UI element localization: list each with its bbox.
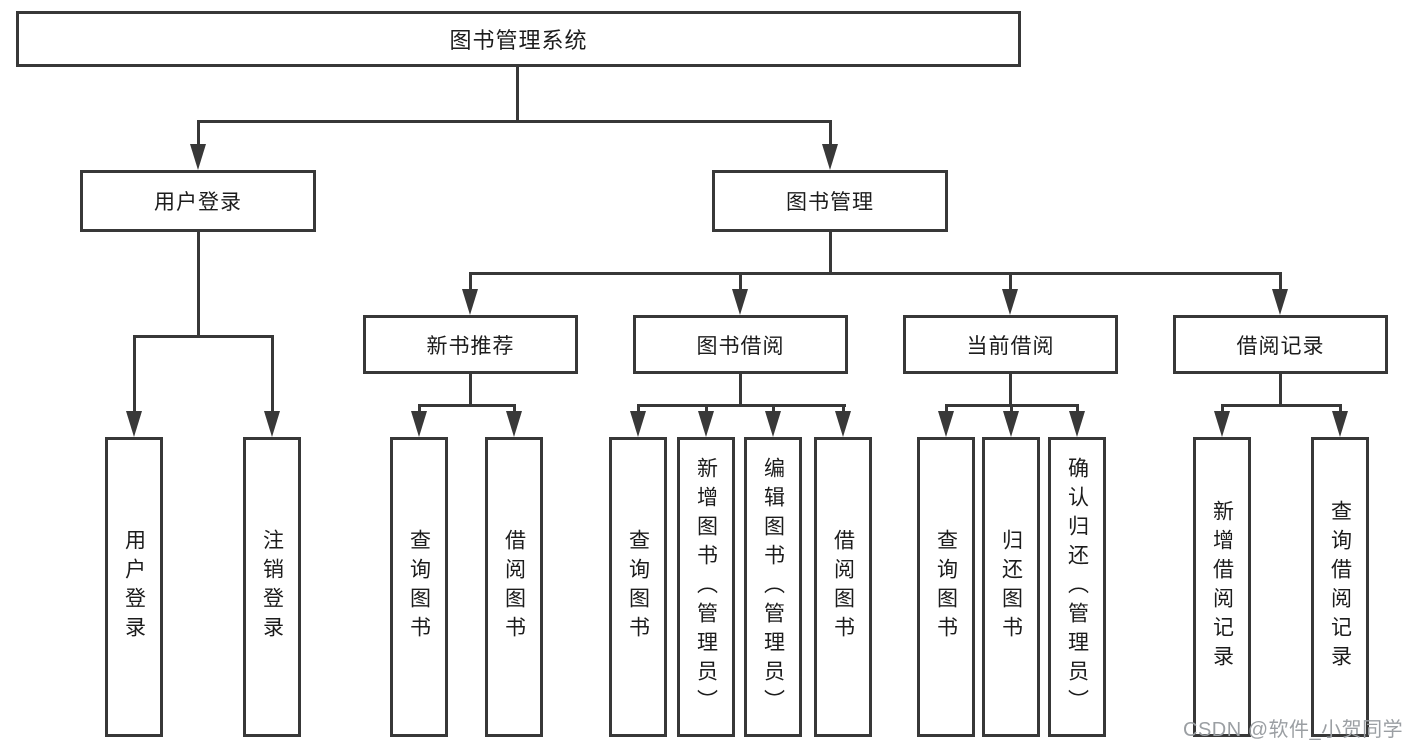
connector-line bbox=[739, 272, 742, 294]
connector-line bbox=[271, 335, 274, 415]
connector-line bbox=[1221, 404, 1342, 407]
leaf-label: 确认归还（管理员） bbox=[1065, 456, 1089, 718]
connector-line bbox=[1279, 372, 1282, 407]
leaf-label: 用户登录 bbox=[122, 529, 146, 645]
connector-line bbox=[197, 230, 200, 338]
leaf-query-books-recommend: 查询图书 bbox=[390, 437, 448, 737]
leaf-label: 借阅图书 bbox=[502, 529, 526, 645]
leaf-query-borrow-record: 查询借阅记录 bbox=[1311, 437, 1369, 737]
arrow-down-icon bbox=[190, 144, 206, 170]
node-current-borrowing: 当前借阅 bbox=[903, 315, 1118, 374]
arrow-down-icon bbox=[698, 411, 714, 437]
connector-line bbox=[469, 272, 1282, 275]
leaf-label: 归还图书 bbox=[999, 529, 1023, 645]
connector-line bbox=[1076, 404, 1079, 416]
arrow-down-icon bbox=[822, 144, 838, 170]
connector-line bbox=[197, 120, 832, 123]
leaf-label: 新增图书（管理员） bbox=[694, 456, 718, 718]
arrow-down-icon bbox=[732, 289, 748, 315]
connector-line bbox=[516, 67, 519, 123]
connector-line bbox=[1279, 272, 1282, 294]
leaf-label: 查询图书 bbox=[407, 529, 431, 645]
arrow-down-icon bbox=[765, 411, 781, 437]
connector-line bbox=[418, 404, 421, 416]
leaf-label: 新增借阅记录 bbox=[1210, 500, 1234, 674]
leaf-add-book-admin: 新增图书（管理员） bbox=[677, 437, 735, 737]
connector-line bbox=[772, 404, 775, 416]
connector-line bbox=[513, 404, 516, 416]
arrow-down-icon bbox=[411, 411, 427, 437]
arrow-down-icon bbox=[1332, 411, 1348, 437]
arrow-down-icon bbox=[835, 411, 851, 437]
leaf-label: 编辑图书（管理员） bbox=[761, 456, 785, 718]
arrow-down-icon bbox=[1003, 411, 1019, 437]
leaf-borrow-books-recommend: 借阅图书 bbox=[485, 437, 543, 737]
connector-line bbox=[1221, 404, 1224, 416]
arrow-down-icon bbox=[630, 411, 646, 437]
connector-line bbox=[1339, 404, 1342, 416]
csdn-watermark: CSDN @软件_小贺同学 bbox=[1183, 719, 1404, 741]
node-book-management: 图书管理 bbox=[712, 170, 948, 232]
connector-line bbox=[705, 404, 708, 416]
connector-line bbox=[1009, 372, 1012, 407]
node-borrowing-records: 借阅记录 bbox=[1173, 315, 1388, 374]
arrow-down-icon bbox=[1272, 289, 1288, 315]
leaf-logout: 注销登录 bbox=[243, 437, 301, 737]
leaf-label: 借阅图书 bbox=[831, 529, 855, 645]
connector-line bbox=[1009, 272, 1012, 294]
arrow-down-icon bbox=[1069, 411, 1085, 437]
connector-line bbox=[829, 120, 832, 148]
leaf-query-books-current: 查询图书 bbox=[917, 437, 975, 737]
leaf-user-login: 用户登录 bbox=[105, 437, 163, 737]
connector-line bbox=[133, 335, 274, 338]
arrow-down-icon bbox=[1002, 289, 1018, 315]
node-new-book-recommendation: 新书推荐 bbox=[363, 315, 578, 374]
arrow-down-icon bbox=[506, 411, 522, 437]
connector-line bbox=[133, 335, 136, 415]
connector-line bbox=[469, 372, 472, 407]
leaf-label: 查询图书 bbox=[626, 529, 650, 645]
leaf-label: 注销登录 bbox=[260, 529, 284, 645]
connector-line bbox=[418, 404, 516, 407]
leaf-label: 查询图书 bbox=[934, 529, 958, 645]
connector-line bbox=[637, 404, 846, 407]
connector-line bbox=[637, 404, 640, 416]
connector-line bbox=[197, 120, 200, 148]
connector-line bbox=[945, 404, 948, 416]
leaf-return-books: 归还图书 bbox=[982, 437, 1040, 737]
leaf-add-borrow-record: 新增借阅记录 bbox=[1193, 437, 1251, 737]
arrow-down-icon bbox=[462, 289, 478, 315]
arrow-down-icon bbox=[126, 411, 142, 437]
connector-line bbox=[739, 372, 742, 407]
leaf-borrow-books-borrowing: 借阅图书 bbox=[814, 437, 872, 737]
leaf-confirm-return-admin: 确认归还（管理员） bbox=[1048, 437, 1106, 737]
arrow-down-icon bbox=[938, 411, 954, 437]
leaf-query-books-borrowing: 查询图书 bbox=[609, 437, 667, 737]
connector-line bbox=[829, 230, 832, 275]
arrow-down-icon bbox=[264, 411, 280, 437]
connector-line bbox=[1010, 404, 1013, 416]
node-book-borrowing: 图书借阅 bbox=[633, 315, 848, 374]
leaf-edit-book-admin: 编辑图书（管理员） bbox=[744, 437, 802, 737]
connector-line bbox=[469, 272, 472, 294]
connector-line bbox=[842, 404, 845, 416]
leaf-label: 查询借阅记录 bbox=[1328, 500, 1352, 674]
arrow-down-icon bbox=[1214, 411, 1230, 437]
node-user-login: 用户登录 bbox=[80, 170, 316, 232]
node-library-management-system: 图书管理系统 bbox=[16, 11, 1021, 67]
